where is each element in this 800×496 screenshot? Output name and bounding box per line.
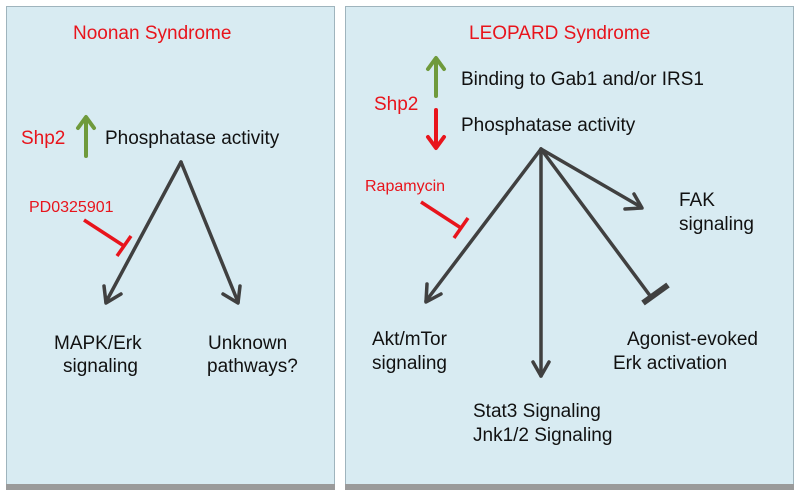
right-shp2-down-arrow	[426, 108, 446, 150]
left-shp2-label: Shp2	[21, 128, 66, 149]
pd0325901-label: PD0325901	[29, 199, 114, 216]
unknown-line2: pathways?	[207, 356, 298, 377]
panel-bottom-bar	[6, 484, 335, 490]
left-shp2-up-arrow	[76, 115, 96, 158]
left-phosphatase-activity: Phosphatase activity	[105, 128, 280, 149]
arrow-to-akt	[424, 147, 543, 303]
mapk-erk-line1: MAPK/Erk	[54, 333, 142, 354]
inhibition-bar-agonist	[641, 282, 670, 306]
akt-mtor-line2: signaling	[372, 353, 447, 374]
arrow-to-fak	[539, 147, 643, 209]
arrowhead-mapk	[102, 284, 123, 305]
noonan-title: Noonan Syndrome	[73, 23, 232, 44]
right-shp2-up-arrow	[426, 56, 446, 98]
panel-bottom-bar	[345, 484, 794, 490]
stat3-line2: Jnk1/2 Signaling	[473, 425, 613, 446]
arrowhead-stat	[531, 360, 551, 378]
unknown-line1: Unknown	[208, 333, 288, 354]
agonist-line2: Erk activation	[613, 353, 728, 374]
inhibition-to-agonist	[539, 147, 653, 299]
leopard-title: LEOPARD Syndrome	[469, 23, 651, 44]
arrow-to-mapk	[104, 160, 183, 304]
rapamycin-label: Rapamycin	[365, 178, 446, 195]
arrowhead-fak	[623, 192, 644, 211]
arrowhead-akt	[424, 282, 443, 304]
fak-line2: signaling	[679, 214, 754, 235]
fak-line1: FAK	[679, 190, 715, 211]
right-phosphatase-activity: Phosphatase activity	[461, 115, 636, 136]
leopard-panel	[345, 6, 794, 490]
mapk-erk-line2: signaling	[63, 356, 138, 377]
arrow-to-unknown	[179, 160, 240, 304]
binding-gab1-irs1: Binding to Gab1 and/or IRS1	[461, 69, 704, 90]
agonist-line1: Agonist-evoked	[627, 329, 758, 350]
rapamycin-inhibitor-bar	[420, 200, 470, 240]
akt-mtor-line1: Akt/mTor	[372, 329, 447, 350]
noonan-panel	[6, 6, 335, 490]
right-shp2-label: Shp2	[374, 94, 419, 115]
pd0325901-inhibitor-bar	[83, 218, 133, 258]
arrowhead-unknown	[221, 284, 242, 305]
stat3-line1: Stat3 Signaling	[473, 401, 601, 422]
